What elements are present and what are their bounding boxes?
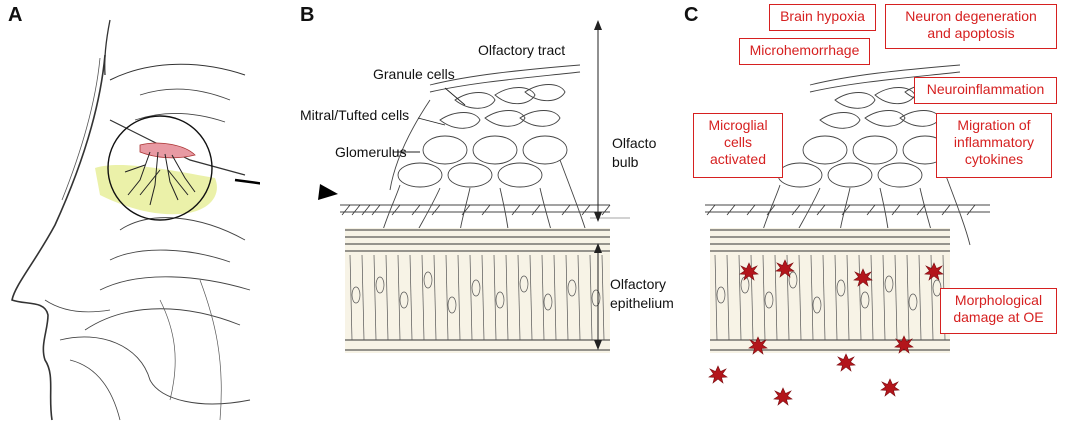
nasal-cavity-highlight	[95, 165, 217, 215]
box-migration-cytokines: Migration of inflammatory cytokines	[936, 113, 1052, 178]
bulb-schematic-b	[340, 20, 630, 353]
panel-c: C	[680, 0, 1065, 425]
label-olfactory-bulb-2: bulb	[612, 154, 639, 170]
label-olfactory-epithelium-1: Olfactory	[610, 276, 667, 292]
label-olfactory-bulb-1: Olfacto	[612, 135, 657, 151]
label-mitral-tufted-cells: Mitral/Tufted cells	[300, 107, 410, 123]
panel-a-letter: A	[8, 4, 23, 26]
damage-star	[880, 378, 900, 397]
label-glomerulus: Glomerulus	[335, 144, 407, 160]
face-profile	[11, 54, 106, 421]
face-sketch	[11, 19, 260, 421]
magnifier-circle	[107, 115, 213, 221]
panel-c-letter: C	[684, 4, 699, 26]
label-olfactory-tract: Olfactory tract	[478, 42, 566, 58]
box-neuroinflammation: Neuroinflammation	[914, 77, 1057, 104]
epithelium-cells-b	[349, 254, 605, 341]
label-granule-cells: Granule cells	[373, 66, 455, 82]
cribriform-hatch-b	[341, 204, 611, 216]
panel-b: B	[300, 4, 674, 353]
box-microglial-activated: Microglial cells activated	[693, 113, 783, 178]
panel-a: A	[0, 0, 260, 425]
damage-star	[836, 353, 856, 372]
bulb-schematic-c	[705, 64, 990, 406]
damage-star	[773, 387, 793, 406]
epithelium-band-b	[345, 228, 610, 353]
damage-star	[708, 365, 728, 384]
box-microhemorrhage: Microhemorrhage	[739, 38, 870, 65]
box-morphological-damage: Morphological damage at OE	[940, 288, 1057, 334]
neuron-sketch-b	[340, 64, 610, 246]
label-olfactory-epithelium-2: epithelium	[610, 295, 674, 311]
box-brain-hypoxia: Brain hypoxia	[769, 4, 876, 31]
panel-b-letter: B	[300, 4, 315, 26]
box-neuron-degeneration: Neuron degeneration and apoptosis	[885, 4, 1057, 49]
epithelium-layers-b	[345, 229, 610, 351]
